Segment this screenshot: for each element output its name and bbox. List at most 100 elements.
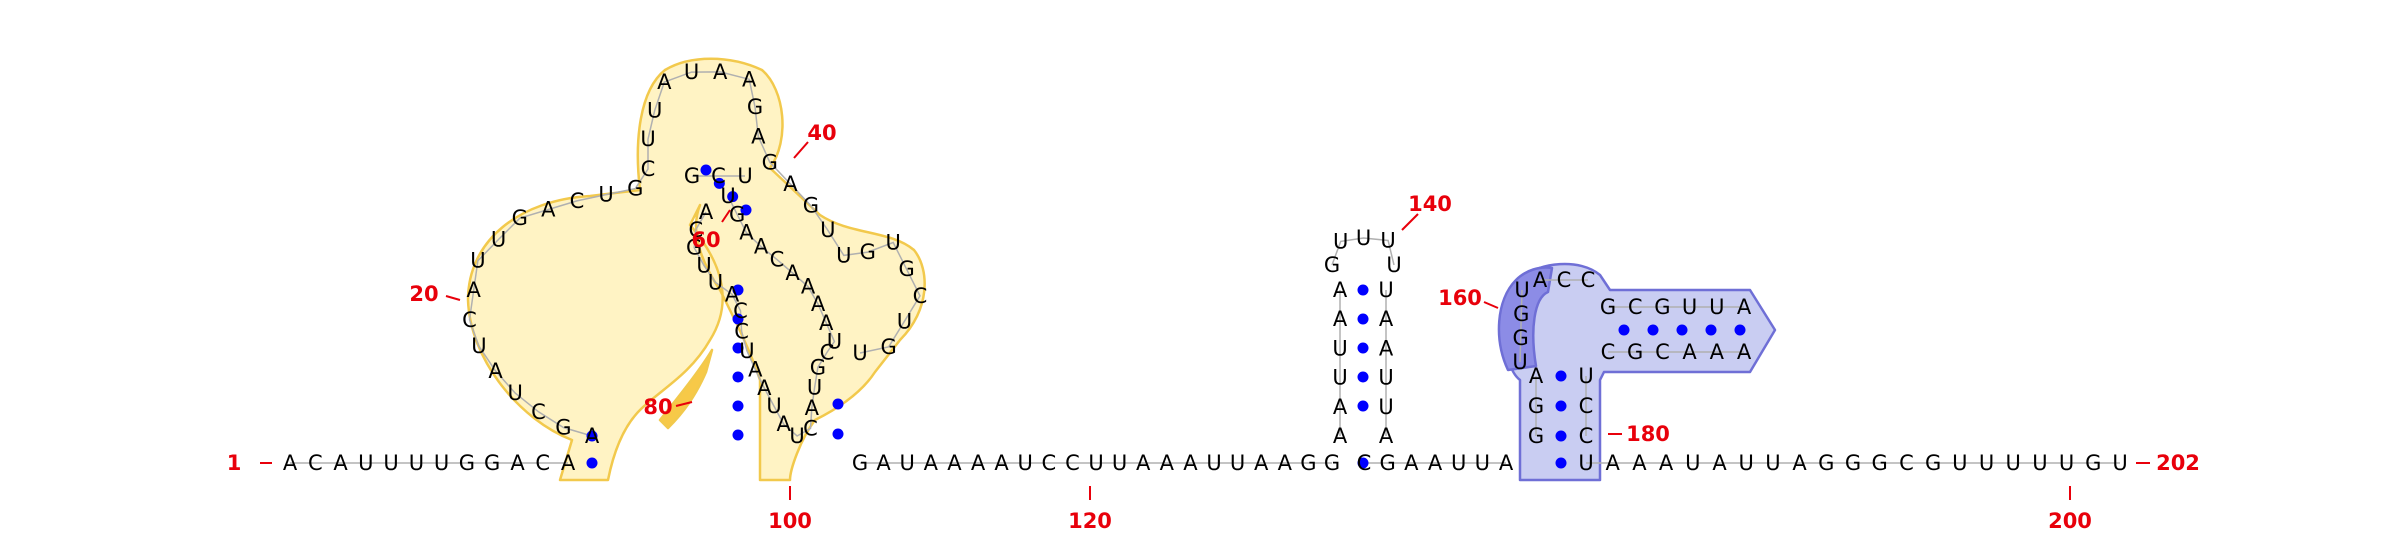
- nucleotide-exterior_mid_2: G: [1380, 451, 1396, 475]
- nucleotide-inner_strand: A: [699, 200, 714, 224]
- nucleotide-exterior_5p: A: [283, 451, 298, 475]
- nucleotide-exterior_3p: G: [1925, 451, 1941, 475]
- nucleotide-multi_left_arm: C: [641, 157, 656, 181]
- nucleotide-multi_left_arm: U: [640, 127, 655, 151]
- nucleotide-hairpin_140_loop: U: [1356, 226, 1371, 250]
- base-pair-dot: [732, 342, 744, 354]
- nucleotide-exterior_5p: G: [459, 451, 475, 475]
- nucleotide-multi_left_arm: A: [541, 198, 556, 222]
- nucleotide-exterior_mid_1: G: [1300, 451, 1316, 475]
- base-pair-dot: [1705, 324, 1717, 336]
- base-pair-dot: [1555, 370, 1567, 382]
- nucleotide-multi_left_arm: A: [467, 278, 482, 302]
- nucleotide-multi_left_arm: C: [462, 308, 477, 332]
- nucleotide-exterior_mid_2: A: [1499, 451, 1514, 475]
- position-tick-160: [1483, 301, 1499, 309]
- nucleotide-exterior_mid_1: U: [900, 451, 915, 475]
- nucleotide-hairpin_160_helix_bottom: G: [1627, 340, 1643, 364]
- nucleotide-inner_strand: C: [733, 299, 748, 323]
- position-label-180: 180: [1626, 422, 1670, 446]
- nucleotide-inner_strand: C: [803, 416, 818, 440]
- base-pair-dot: [1618, 324, 1630, 336]
- nucleotide-exterior_mid_1: A: [1278, 451, 1293, 475]
- nucleotide-hairpin_140_right: U: [1378, 278, 1393, 302]
- nucleotide-inner_strand: A: [754, 235, 769, 259]
- base-pair-dot: [732, 400, 744, 412]
- nucleotide-hairpin_140_left: A: [1333, 395, 1348, 419]
- nucleotide-hairpin_140_left: A: [1333, 307, 1348, 331]
- nucleotide-hairpin_160_loop_left: G: [1513, 302, 1529, 326]
- base-pair-layer: [586, 164, 1746, 469]
- base-pair-dot: [1357, 342, 1369, 354]
- nucleotide-hairpin_160_helix_top: G: [1600, 295, 1616, 319]
- nucleotide-exterior_mid_2: C: [1357, 451, 1372, 475]
- nucleotide-hairpin_160_stem_3p: U: [1578, 364, 1593, 388]
- nucleotide-inner_strand: A: [811, 292, 826, 316]
- highlight-yellow-accent: [658, 348, 714, 430]
- nucleotide-exterior_3p: G: [2085, 451, 2101, 475]
- nucleotide-hairpin_40_top: C: [711, 164, 726, 188]
- base-pair-dot: [832, 428, 844, 440]
- nucleotide-hairpin_160_helix_top: G: [1654, 295, 1670, 319]
- nucleotide-exterior_3p: A: [1712, 451, 1727, 475]
- nucleotide-hairpin_160_stem_5p: G: [1528, 394, 1544, 418]
- nucleotide-multi_left_arm: A: [585, 424, 600, 448]
- nucleotide-multi_left_arm: U: [820, 218, 835, 242]
- backbone-hairpin_160_loop_left: [1519, 289, 1523, 363]
- nucleotide-multi_left_arm: G: [512, 206, 528, 230]
- nucleotide-exterior_3p: U: [1765, 451, 1780, 475]
- nucleotide-exterior_3p: U: [1979, 451, 1994, 475]
- nucleotide-hairpin_160_loop_top: A: [1533, 268, 1548, 292]
- backbone-hairpin_140_loop: [1331, 237, 1395, 266]
- base-pair-dot: [1357, 313, 1369, 325]
- nucleotide-hairpin_160_helix_bottom: A: [1682, 340, 1697, 364]
- nucleotide-exterior_mid_1: U: [1112, 451, 1127, 475]
- nucleotide-exterior_5p: A: [333, 451, 348, 475]
- nucleotide-multi_left_arm: U: [470, 249, 485, 273]
- nucleotide-exterior_3p: U: [1952, 451, 1967, 475]
- backbone-multi_left_arm: [468, 71, 921, 437]
- highlight-multiloop-domain: [466, 57, 926, 482]
- nucleotide-multi_left_arm: U: [852, 341, 867, 365]
- position-label-140: 140: [1408, 192, 1452, 216]
- nucleotide-inner_strand: A: [819, 311, 834, 335]
- nucleotide-inner_strand: A: [801, 275, 816, 299]
- nucleotide-inner_strand: A: [748, 358, 763, 382]
- nucleotide-exterior_3p: G: [1872, 451, 1888, 475]
- base-pair-dot: [700, 164, 712, 176]
- nucleotide-inner_strand: A: [739, 221, 754, 245]
- nucleotide-exterior_5p: A: [561, 451, 576, 475]
- nucleotide-multi_left_arm: C: [531, 400, 546, 424]
- nucleotide-multi_left_arm: G: [898, 257, 914, 281]
- nucleotide-exterior_5p: U: [409, 451, 424, 475]
- nucleotide-hairpin_140_left: U: [1332, 366, 1347, 390]
- nucleotide-exterior_mid_2: A: [1404, 451, 1419, 475]
- nucleotide-inner_strand: A: [785, 261, 800, 285]
- nucleotide-multi_left_arm: U: [836, 243, 851, 267]
- nucleotide-multi_left_arm: A: [488, 359, 503, 383]
- nucleotide-multi_left_arm: U: [897, 309, 912, 333]
- nucleotide-multi_left_arm: G: [747, 95, 763, 119]
- nucleotide-exterior_3p: G: [1845, 451, 1861, 475]
- nucleotide-exterior_mid_2: U: [1451, 451, 1466, 475]
- highlight-layer: [466, 57, 1777, 482]
- position-label-20: 20: [409, 282, 438, 306]
- nucleotide-multi_left_arm: G: [762, 150, 778, 174]
- nucleotide-multi_left_arm: G: [881, 335, 897, 359]
- nucleotide-exterior_3p: A: [1632, 451, 1647, 475]
- nucleotide-exterior_mid_2: U: [1475, 451, 1490, 475]
- nucleotide-exterior_5p: U: [358, 451, 373, 475]
- backbone-layer: [290, 71, 2120, 464]
- position-label-200: 200: [2048, 509, 2092, 533]
- nucleotide-hairpin_140_right: A: [1379, 307, 1394, 331]
- nucleotide-hairpin_40_top: U: [737, 164, 752, 188]
- nucleotide-hairpin_140_loop: U: [1386, 253, 1401, 277]
- nucleotide-exterior_3p: A: [1792, 451, 1807, 475]
- nucleotide-hairpin_160_helix_bottom: A: [1737, 340, 1752, 364]
- base-pair-dot: [1357, 284, 1369, 296]
- nucleotide-hairpin_140_right: U: [1378, 366, 1393, 390]
- nucleotide-exterior_5p: U: [383, 451, 398, 475]
- nucleotide-exterior_3p: U: [2006, 451, 2021, 475]
